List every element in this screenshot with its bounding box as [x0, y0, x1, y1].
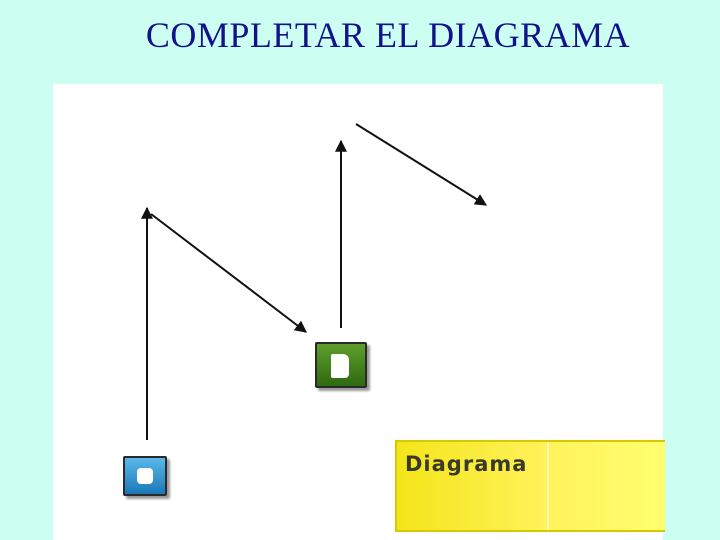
- arrow-diagonal-down-right: [355, 123, 488, 206]
- square-icon: [123, 456, 167, 496]
- arrow-diagonal-down-left: [150, 213, 307, 333]
- document-icon: [315, 342, 367, 388]
- diagram-label: Diagrama: [405, 452, 528, 476]
- connector-arrows: [141, 123, 488, 440]
- page-title: COMPLETAR EL DIAGRAMA: [145, 15, 631, 55]
- document-icon-glyph: [331, 354, 349, 378]
- diagram-canvas: Diagrama: [53, 84, 665, 540]
- diagram-label-box: Diagrama: [395, 440, 665, 532]
- square-icon-glyph: [137, 468, 153, 484]
